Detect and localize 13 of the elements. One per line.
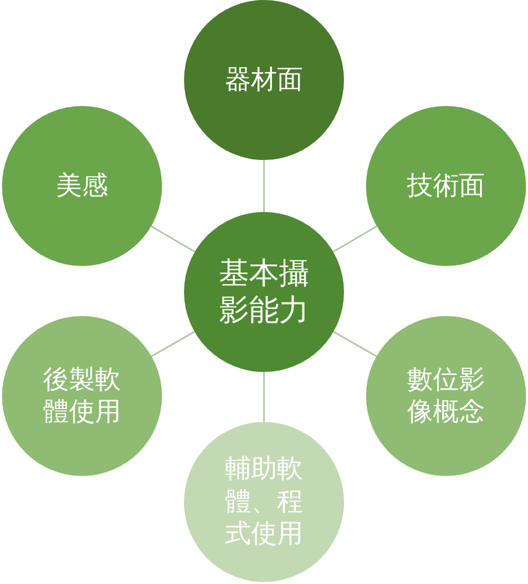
node-label: 輔助軟體、程式使用 [224,453,304,551]
node-label: 技術面 [406,170,486,202]
connector-line [150,226,196,252]
node-label: 數位影像概念 [406,364,486,428]
node-label: 後製軟體使用 [42,364,122,428]
connector-line [263,160,265,212]
connector-line [333,331,377,357]
node-label: 美感 [55,170,109,202]
node-label: 基本攝影能力 [218,254,310,330]
node-label: 器材面 [224,64,304,96]
connector-line [151,331,195,357]
connector-line [332,226,378,252]
connector-line [263,372,265,422]
